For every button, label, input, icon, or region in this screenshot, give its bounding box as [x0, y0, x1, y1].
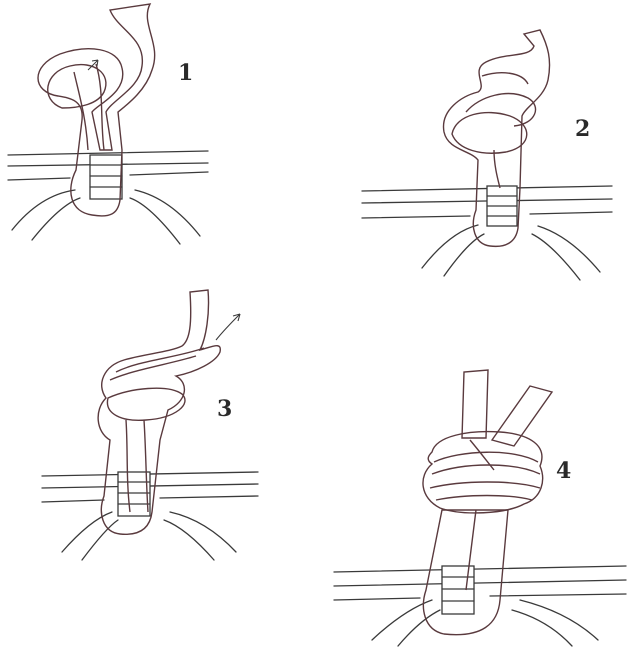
step-4-wire-bundle: [334, 566, 626, 646]
step-3-illustration: 3: [42, 290, 258, 560]
step-4-illustration: 4: [334, 370, 626, 646]
step-4-number: 4: [556, 458, 571, 484]
step-4-wrap: [442, 566, 474, 614]
step-1-illustration: 1: [8, 4, 208, 244]
step-3-wrap: [118, 472, 150, 516]
step-2-illustration: 2: [362, 30, 612, 280]
step-2-wrap: [487, 186, 517, 226]
step-1-wrap: [90, 155, 122, 199]
step-1-number: 1: [178, 60, 193, 86]
step-2-number: 2: [575, 116, 590, 142]
step-3-number: 3: [217, 396, 232, 422]
